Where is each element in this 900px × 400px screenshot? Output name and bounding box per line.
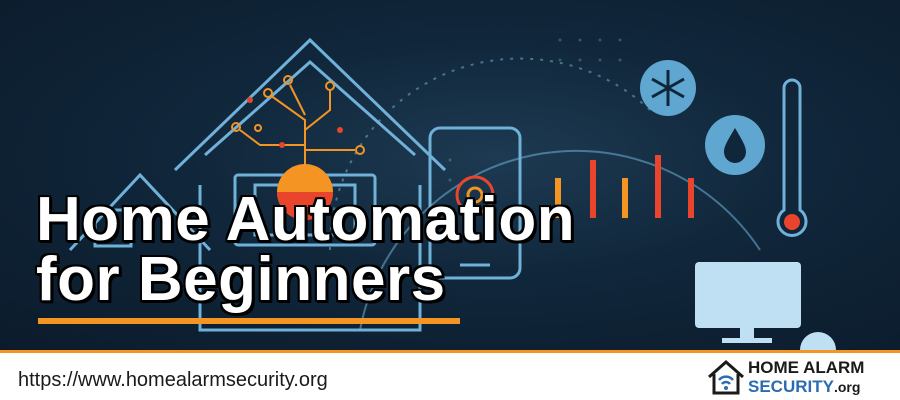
monitor-icon xyxy=(695,262,801,343)
title-line-1: Home Automation xyxy=(36,185,576,254)
title-underline xyxy=(38,318,460,324)
illustration-area: Home Automation for Beginners xyxy=(0,0,900,350)
logo-wordmark: HOME ALARM SECURITY.org xyxy=(748,358,864,397)
logo-line-2-main: SECURITY xyxy=(748,377,834,396)
footer-bar: https://www.homealarmsecurity.org HOME A… xyxy=(0,350,900,400)
lamp-icon xyxy=(800,332,836,350)
dot-grid xyxy=(428,38,622,182)
smart-home-illustration xyxy=(68,37,836,350)
title-line-2: for Beginners xyxy=(36,245,446,314)
smartphone-icon xyxy=(428,126,522,280)
circuit-nodes xyxy=(247,97,343,148)
small-house-icon xyxy=(68,172,212,252)
bar-chart-icon xyxy=(555,155,694,218)
water-drop-icon xyxy=(705,115,765,175)
logo-line-2: SECURITY.org xyxy=(748,377,864,397)
website-url[interactable]: https://www.homealarmsecurity.org xyxy=(18,369,328,391)
snowflake-icon xyxy=(640,60,696,116)
logo-line-2-suffix: .org xyxy=(833,379,861,395)
thermometer-icon xyxy=(776,78,808,237)
brand-logo: HOME ALARM SECURITY.org xyxy=(706,356,891,398)
logo-line-1: HOME ALARM xyxy=(748,358,865,377)
gauge-arc-icon xyxy=(328,57,761,331)
hub-node-icon xyxy=(277,164,333,220)
house-wifi-logo-icon xyxy=(708,359,744,395)
circuit-icon xyxy=(231,75,365,175)
page-title: Home Automation for Beginners xyxy=(36,185,576,314)
